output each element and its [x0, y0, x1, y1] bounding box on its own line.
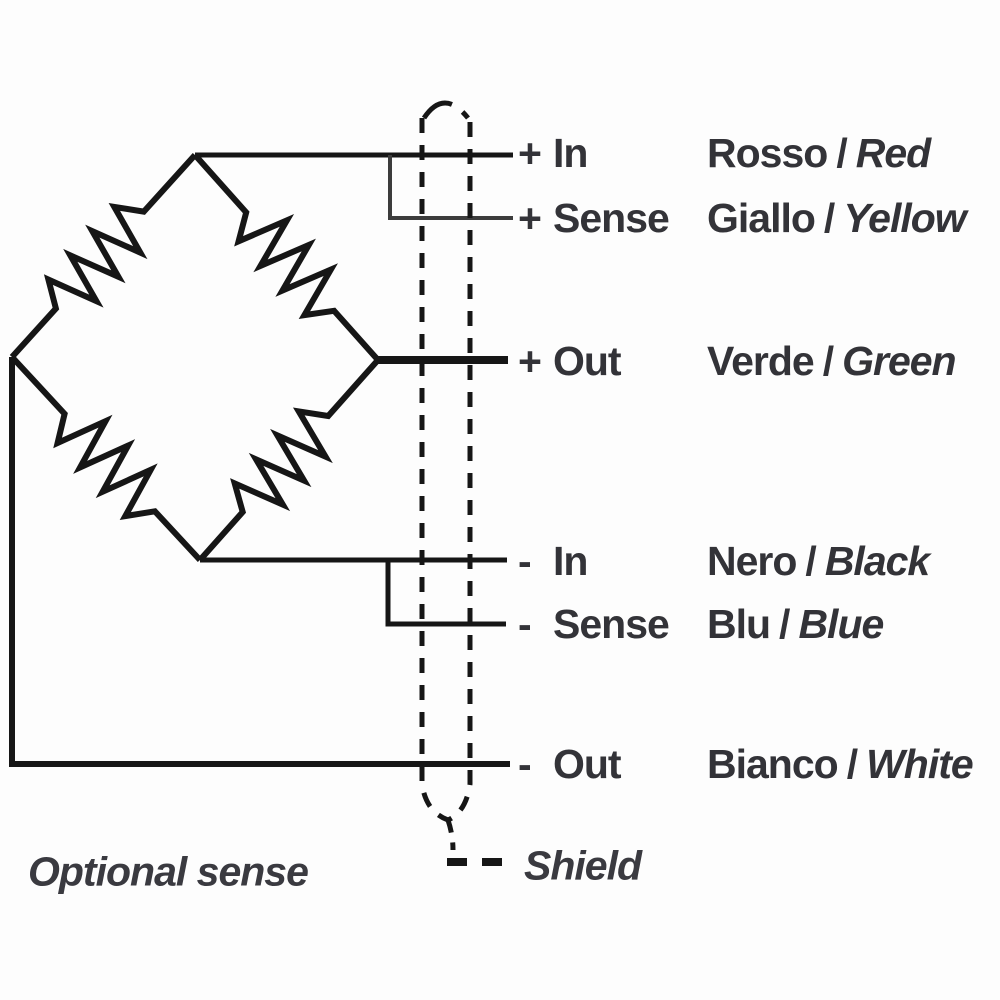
signal-label: +Sense: [518, 193, 670, 243]
connection-row-plus-in: +In Rosso/Red: [0, 128, 1000, 178]
wire-color-english: Yellow: [843, 194, 966, 241]
wire-color-english: White: [866, 740, 974, 787]
signal-name: Out: [553, 740, 622, 787]
signal-label: -Sense: [518, 599, 670, 649]
separator: /: [822, 337, 834, 384]
shield-top-arc: [421, 100, 470, 120]
wire-minus-sense: [385, 560, 506, 627]
wire-color-label: Bianco/White: [707, 739, 974, 789]
wire-minus-out: [9, 357, 510, 767]
signal-sign: -: [518, 537, 532, 584]
separator: /: [836, 129, 847, 176]
separator: /: [779, 600, 790, 647]
wire-color-italian: Blu: [707, 600, 771, 647]
shield-dashed-right: [446, 122, 473, 823]
signal-label: -Out: [518, 739, 622, 789]
signal-label: +In: [518, 128, 588, 178]
signal-name: In: [553, 537, 588, 584]
connection-row-minus-out: -Out Bianco/White: [0, 739, 1000, 789]
shield-tail: [445, 819, 456, 851]
signal-sign: +: [518, 337, 542, 384]
shield-label: Shield: [524, 842, 642, 889]
signal-name: Sense: [553, 600, 670, 647]
wire-color-english: Black: [824, 537, 930, 584]
signal-label: -In: [518, 536, 588, 586]
signal-name: Sense: [553, 194, 670, 241]
bridge-resistor-top-right: [192, 153, 381, 362]
signal-sign: +: [518, 194, 542, 241]
wire-color-english: Blue: [798, 600, 884, 647]
optional-sense-note: Optional sense: [28, 848, 309, 895]
wire-color-label: Blu/Blue: [707, 599, 884, 649]
wire-color-label: Giallo/Yellow: [707, 193, 967, 243]
bridge-resistor-bottom-right: [197, 358, 381, 562]
wire-color-italian: Rosso: [707, 129, 828, 176]
connection-row-plus-out: +Out Verde/Green: [0, 336, 1000, 386]
wire-color-italian: Giallo: [707, 194, 816, 241]
wire-color-italian: Verde: [707, 337, 815, 384]
wire-color-italian: Bianco: [707, 740, 839, 787]
wire-color-english: Red: [855, 129, 931, 176]
wire-color-english: Green: [842, 337, 956, 384]
bridge-resistor-bottom-left: [9, 354, 203, 563]
connection-row-plus-sense: +Sense Giallo/Yellow: [0, 193, 1000, 243]
connection-row-minus-in: -In Nero/Black: [0, 536, 1000, 586]
shield-dashed-left: [419, 118, 449, 823]
signal-sign: +: [518, 129, 542, 176]
wire-color-label: Nero/Black: [707, 536, 930, 586]
connection-row-minus-sense: -Sense Blu/Blue: [0, 599, 1000, 649]
separator: /: [846, 740, 858, 787]
signal-label: +Out: [518, 336, 622, 386]
separator: /: [805, 537, 816, 584]
signal-sign: -: [518, 600, 532, 647]
bridge-resistor-top-left: [9, 152, 198, 360]
wire-color-label: Verde/Green: [707, 336, 957, 386]
signal-name: In: [553, 129, 588, 176]
signal-name: Out: [553, 337, 622, 384]
wire-color-label: Rosso/Red: [707, 128, 931, 178]
wire-color-italian: Nero: [707, 537, 797, 584]
separator: /: [823, 194, 835, 241]
signal-sign: -: [518, 740, 532, 787]
